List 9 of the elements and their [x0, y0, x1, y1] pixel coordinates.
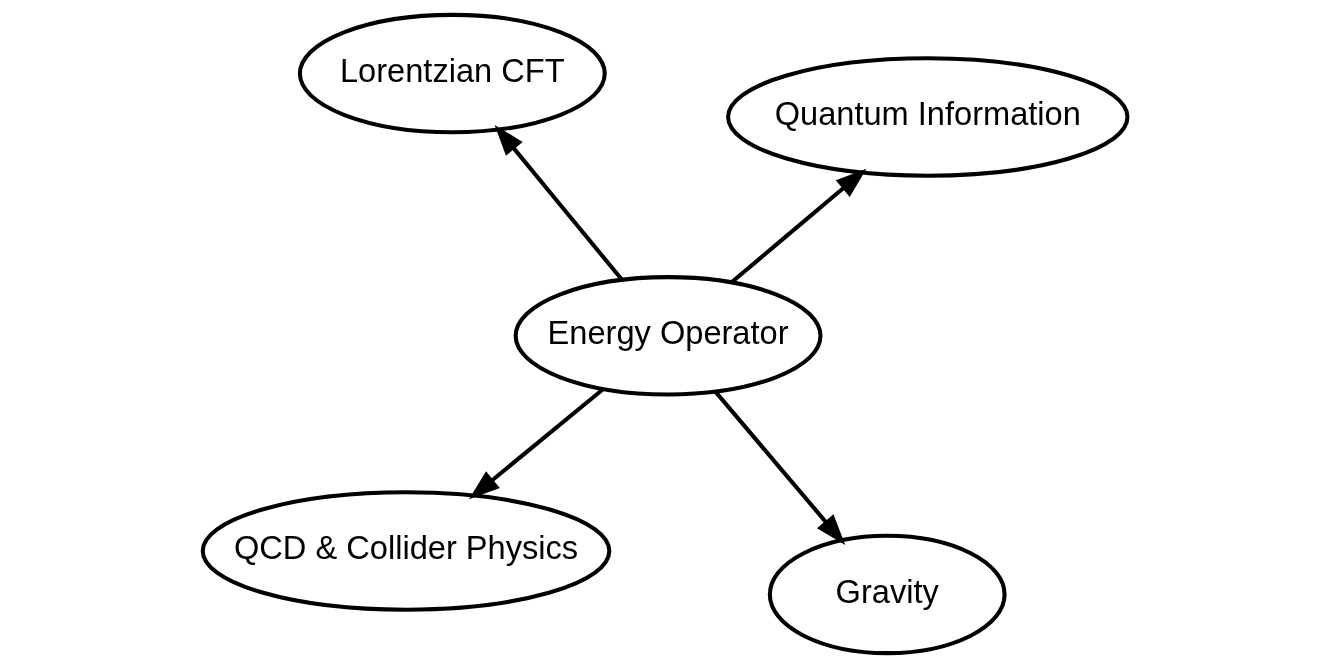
node-ellipse: Lorentzian CFT [297, 12, 607, 135]
node-ellipse: QCD & Collider Physics [200, 490, 611, 612]
node-ellipse: Gravity [767, 533, 1007, 656]
node-ellipse: Quantum Information [725, 56, 1129, 178]
node-ellipse: Energy Operator [513, 275, 823, 397]
arrow [468, 387, 605, 500]
arrow [729, 168, 866, 284]
arrow [713, 390, 845, 545]
arrow [494, 124, 623, 281]
